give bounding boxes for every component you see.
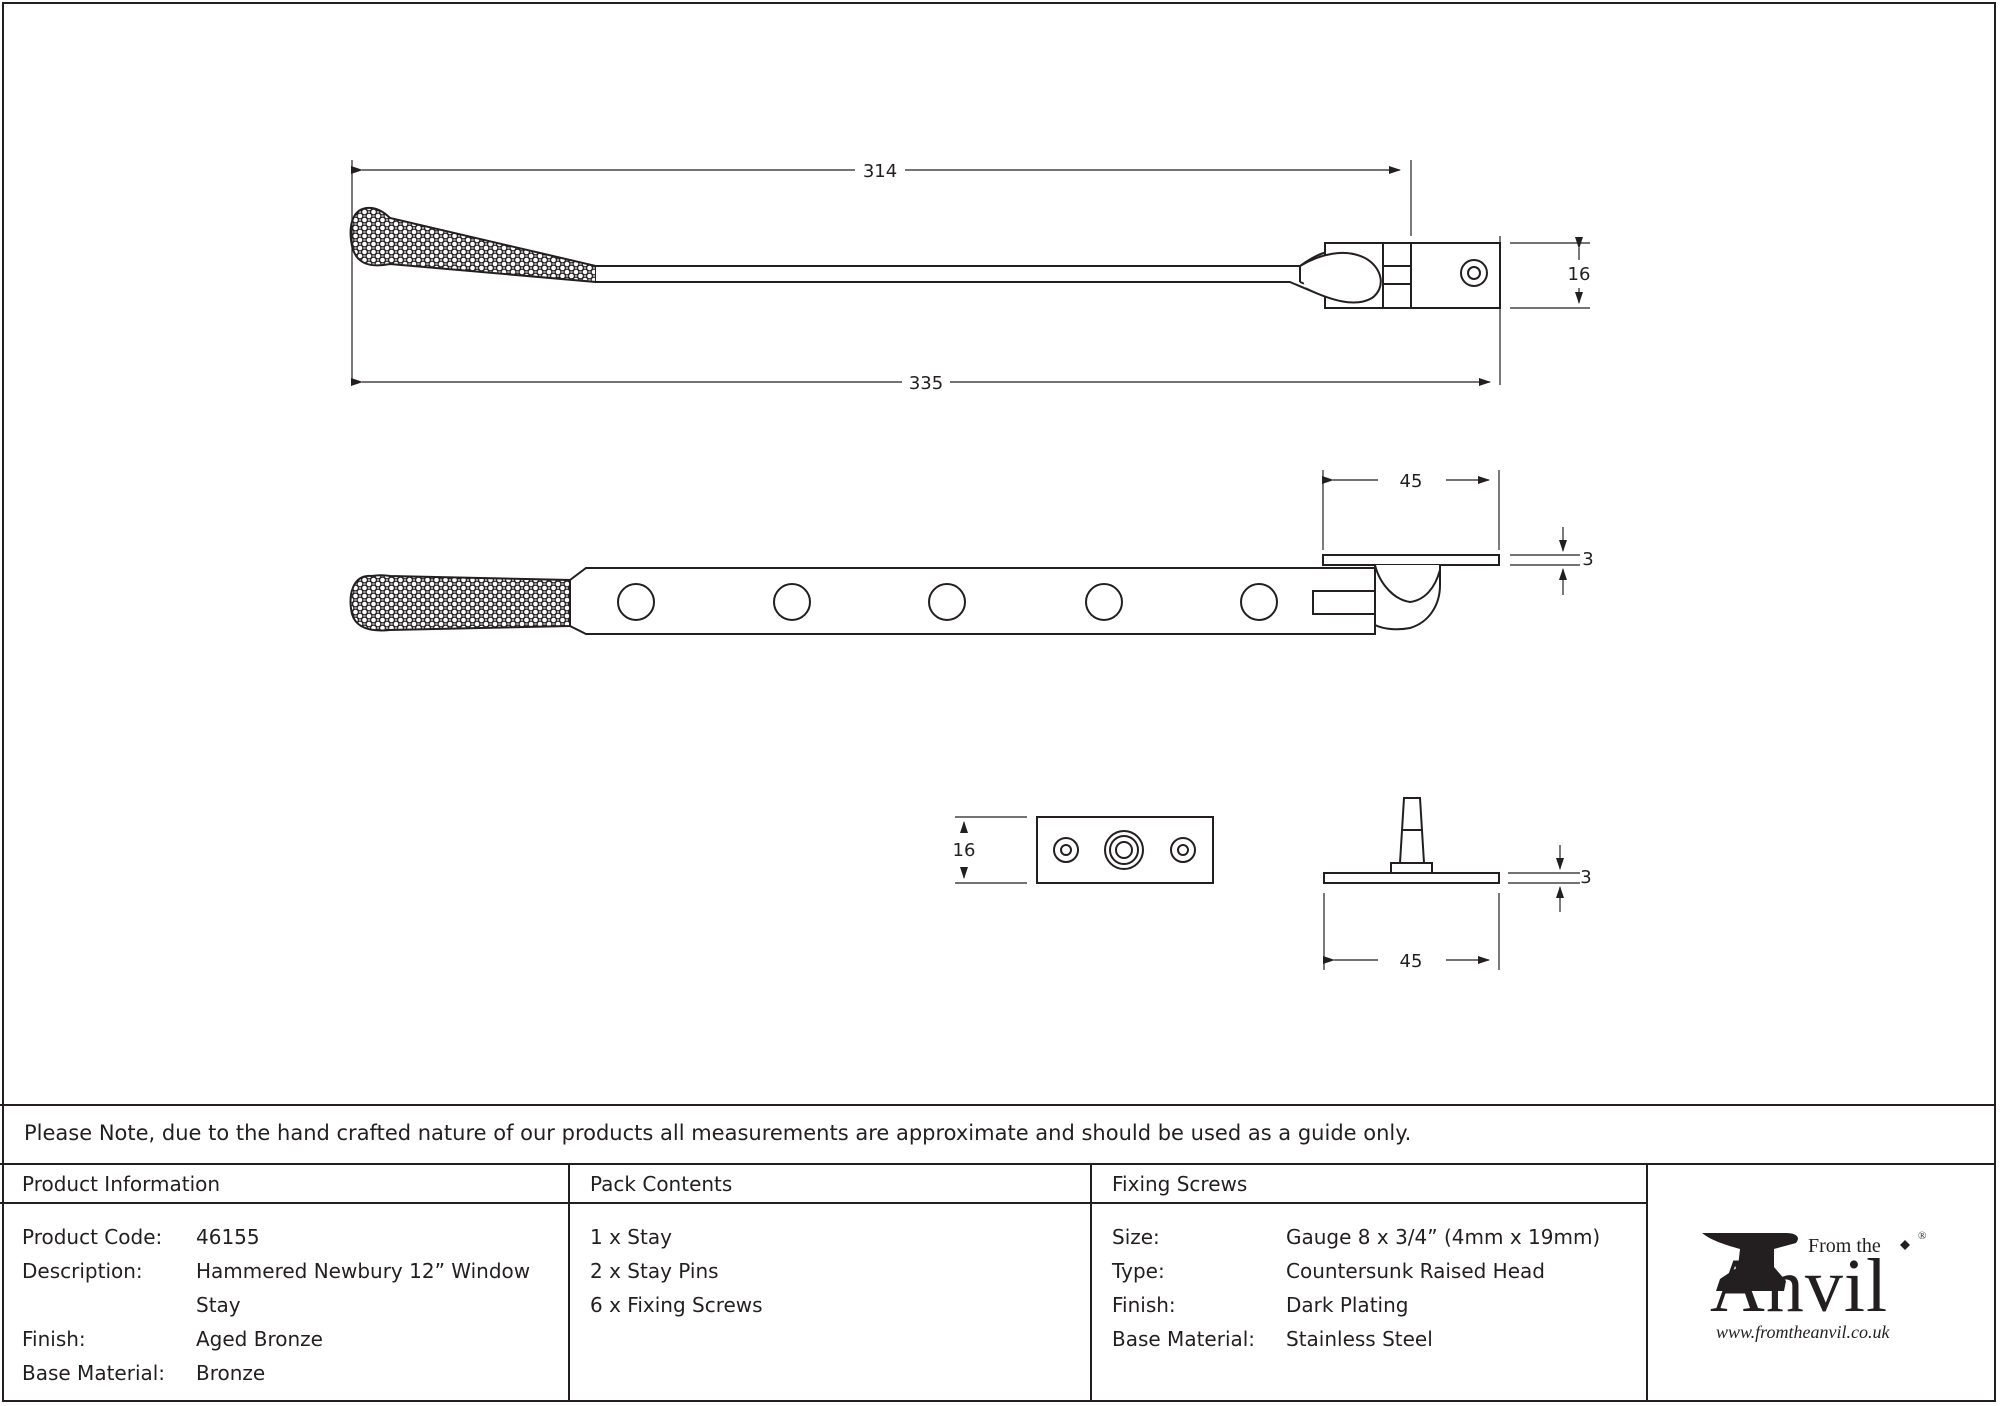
product-information-heading: Product Information [22, 1172, 221, 1196]
screw-row: Base Material:Stainless Steel [1112, 1327, 1433, 1351]
dim-height-top: 16 [1568, 264, 1591, 285]
product-information-panel: Product Information Product Code:46155 D… [0, 1163, 570, 1402]
dim-pin-thickness: 3 [1580, 867, 1591, 888]
info-row: Description:Hammered Newbury 12” Window [22, 1259, 531, 1283]
info-row: Stay [196, 1293, 241, 1317]
diamond-icon [1900, 1240, 1910, 1250]
pack-item: 6 x Fixing Screws [590, 1293, 763, 1317]
stay-pin-plate [1036, 816, 1214, 884]
stay-side-view [349, 554, 1500, 635]
fixing-screws-heading: Fixing Screws [1112, 1172, 1248, 1196]
logo-from-the: From the [1808, 1235, 1881, 1257]
screw-row: Type:Countersunk Raised Head [1112, 1259, 1545, 1283]
hammered-handle-side [349, 574, 571, 632]
measurement-note: Please Note, due to the hand crafted nat… [0, 1104, 1994, 1165]
info-row: Base Material:Bronze [22, 1361, 266, 1385]
info-row: Finish:Aged Bronze [22, 1327, 323, 1351]
screw-row: Finish:Dark Plating [1112, 1293, 1409, 1317]
pack-contents-panel: Pack Contents 1 x Stay 2 x Stay Pins 6 x… [568, 1163, 1092, 1402]
screw-row: Size:Gauge 8 x 3/4” (4mm x 19mm) [1112, 1225, 1601, 1249]
stay-pin-side [1323, 797, 1500, 884]
pack-contents-heading: Pack Contents [590, 1172, 733, 1196]
technical-drawing: 314 335 16 45 3 16 3 45 [349, 160, 1594, 972]
fixing-screws-panel: Fixing Screws Size:Gauge 8 x 3/4” (4mm x… [1090, 1163, 1648, 1402]
from-the-anvil-logo: From the ® Anvil www.fromtheanvil.co.uk [1646, 1163, 1994, 1402]
registered-mark-icon: ® [1918, 1230, 1926, 1242]
dim-side-thickness: 3 [1582, 549, 1593, 570]
pack-item: 2 x Stay Pins [590, 1259, 719, 1283]
dim-overall-top: 314 [863, 161, 897, 182]
stay-top-view [349, 206, 1501, 309]
dim-pin-plate-height: 16 [953, 840, 976, 861]
dim-overall-bottom: 335 [909, 373, 943, 394]
hammered-handle-top [349, 206, 597, 284]
logo-anvil: Anvil [1710, 1244, 1888, 1328]
logo-url: www.fromtheanvil.co.uk [1716, 1322, 1890, 1342]
pack-item: 1 x Stay [590, 1225, 672, 1249]
dim-side-width: 45 [1400, 471, 1423, 492]
info-row: Product Code:46155 [22, 1225, 260, 1249]
dim-pin-width: 45 [1400, 951, 1423, 972]
note-text: Please Note, due to the hand crafted nat… [24, 1121, 1412, 1145]
anvil-icon [1702, 1233, 1798, 1291]
